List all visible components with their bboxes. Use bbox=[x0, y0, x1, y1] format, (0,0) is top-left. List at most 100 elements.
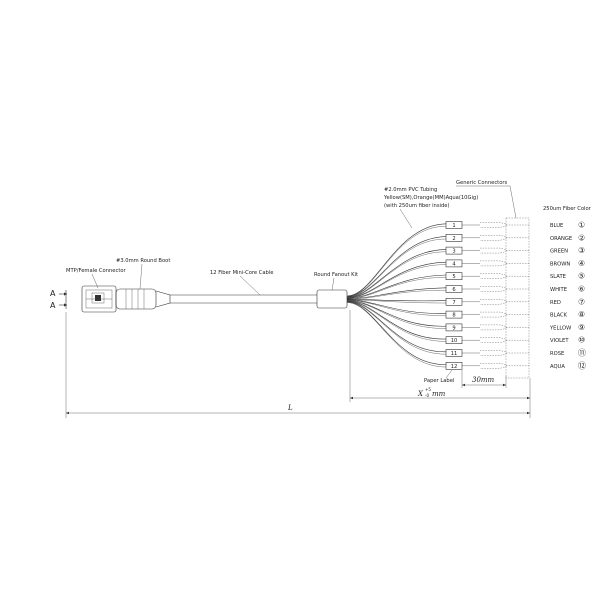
breakout-unit: mm bbox=[432, 390, 446, 398]
boot-taper bbox=[155, 290, 171, 308]
fiber-color-index: ① bbox=[578, 221, 585, 230]
generic-connector-outline bbox=[480, 260, 507, 267]
fiber-number: 7 bbox=[452, 300, 455, 306]
fiber-number: 6 bbox=[452, 287, 455, 293]
fiber-color-name: AQUA bbox=[550, 364, 565, 370]
fiber-tube-top bbox=[346, 301, 447, 365]
pvc-leader bbox=[399, 208, 413, 229]
paper-label-leader bbox=[445, 369, 453, 379]
fiber-color-name: BLACK bbox=[550, 313, 568, 319]
fiber-color-name: ROSE bbox=[550, 351, 564, 357]
fiber-tube-bottom bbox=[346, 277, 447, 299]
paper-label-text: Paper Label bbox=[424, 378, 454, 384]
fiber-color-index: ② bbox=[578, 233, 585, 242]
fiber-color-name: YELLOW bbox=[549, 325, 571, 331]
fiber-number: 1 bbox=[452, 223, 455, 229]
section-arrow-top-head bbox=[64, 292, 67, 296]
mtp-key bbox=[91, 292, 105, 304]
fiber-color-index: ⑦ bbox=[578, 297, 585, 306]
fiber-color-index: ⑥ bbox=[578, 285, 585, 294]
fiber-color-name: BROWN bbox=[550, 261, 570, 267]
fiber-tube-top bbox=[346, 300, 447, 340]
pvc-tubing-label-2: Yellow(SM),Orange(MM)Aqua(10Gig) bbox=[383, 195, 478, 201]
fiber-number: 9 bbox=[452, 325, 455, 331]
section-mark-bottom: A bbox=[50, 301, 56, 310]
fiber-color-name: RED bbox=[550, 300, 561, 306]
pvc-tubing-label-3: (with 250um fiber inside) bbox=[384, 203, 450, 209]
fiber-tube-bottom bbox=[346, 301, 447, 355]
fiber-tube-bottom bbox=[346, 264, 447, 299]
fiber-number: 4 bbox=[452, 261, 456, 267]
overall-length: L bbox=[287, 404, 293, 412]
fanout-kit-label: Round Fanout Kit bbox=[314, 272, 358, 278]
fiber-tube-bottom bbox=[346, 290, 447, 300]
section-mark: A A bbox=[50, 289, 67, 310]
fiber-color-index: ③ bbox=[578, 246, 585, 255]
fiber-tube-top bbox=[346, 298, 447, 302]
fiber-tube-top bbox=[346, 300, 447, 327]
generic-connector-outline bbox=[480, 273, 507, 279]
generic-connector-outline bbox=[480, 222, 507, 228]
generic-connector-outline bbox=[480, 337, 507, 343]
generic-connector-outline bbox=[480, 299, 507, 305]
mtp-connector bbox=[81, 285, 117, 313]
generic-connector-outline bbox=[480, 311, 507, 318]
fiber-color-index: ⑨ bbox=[578, 323, 585, 332]
fiber-number: 11 bbox=[451, 351, 458, 357]
fiber-color-name: WHITE bbox=[550, 287, 567, 293]
fiber-tube-top bbox=[346, 236, 447, 297]
pvc-tubing-label-1: #2.0mm PVC Tubing bbox=[384, 187, 437, 193]
fiber-tube-top bbox=[346, 301, 447, 353]
fiber-color-index: ⑩ bbox=[578, 336, 585, 345]
fiber-tube-bottom bbox=[346, 251, 447, 298]
boot-leader bbox=[139, 263, 143, 290]
fiber-tube-bottom bbox=[346, 238, 447, 298]
fiber-tube-top bbox=[346, 274, 447, 299]
fiber-number: 12 bbox=[451, 364, 458, 370]
callouts: MTP/Female Connector #3.0mm Round Boot 1… bbox=[66, 180, 592, 384]
cable-leader bbox=[239, 275, 261, 296]
generic-connectors-leader bbox=[509, 185, 517, 219]
fiber-number: 2 bbox=[452, 236, 455, 242]
main-cable bbox=[170, 294, 317, 304]
fanout-leader bbox=[331, 277, 335, 291]
fanout-kit bbox=[316, 289, 348, 309]
mtp-connector-label: MTP/Female Connector bbox=[66, 268, 127, 274]
generic-connector-outline bbox=[480, 286, 507, 292]
dimensions: 30mm X +5 -0 mm L bbox=[65, 310, 531, 418]
round-boot-label: #3.0mm Round Boot bbox=[116, 258, 170, 264]
fiber-color-name: BLUE bbox=[550, 223, 563, 229]
generic-connector-outline bbox=[480, 363, 507, 369]
generic-connector-outline bbox=[480, 324, 507, 331]
cable-label: 12 Fiber Mini-Core Cable bbox=[210, 270, 273, 276]
fiber-tube-top bbox=[346, 223, 447, 297]
section-mark-top: A bbox=[50, 289, 56, 298]
fiber-tube-top bbox=[346, 249, 447, 298]
breakout-tol-minus: -0 bbox=[425, 393, 429, 398]
fiber-color-index: ④ bbox=[578, 259, 585, 268]
fiber-number: 10 bbox=[451, 338, 458, 344]
mtp-ferrule bbox=[95, 295, 101, 301]
round-boot bbox=[115, 288, 171, 310]
generic-connectors-outline bbox=[505, 217, 530, 379]
fiber-number: 5 bbox=[452, 274, 455, 280]
fiber-tube-bottom bbox=[346, 226, 447, 297]
fiber-tube-top bbox=[346, 261, 447, 298]
generic-connector-outline bbox=[480, 235, 507, 241]
offset-dimension: 30mm bbox=[472, 376, 495, 384]
fiber-number: 8 bbox=[452, 313, 455, 319]
fiber-color-index: ⑫ bbox=[578, 361, 586, 370]
fiber-tube-bottom bbox=[346, 299, 447, 304]
fiber-color-name: ORANGE bbox=[550, 236, 572, 242]
fiber-tube-top bbox=[346, 299, 447, 314]
breakout-tol-plus: +5 bbox=[425, 387, 431, 392]
fiber-tube-top bbox=[346, 287, 447, 300]
breakout-dimension: X bbox=[417, 390, 424, 398]
generic-connectors-label: Generic Connectors bbox=[456, 180, 508, 186]
fanout-body bbox=[316, 289, 348, 309]
fiber-color-name: SLATE bbox=[550, 274, 566, 280]
boot-body bbox=[115, 288, 157, 310]
